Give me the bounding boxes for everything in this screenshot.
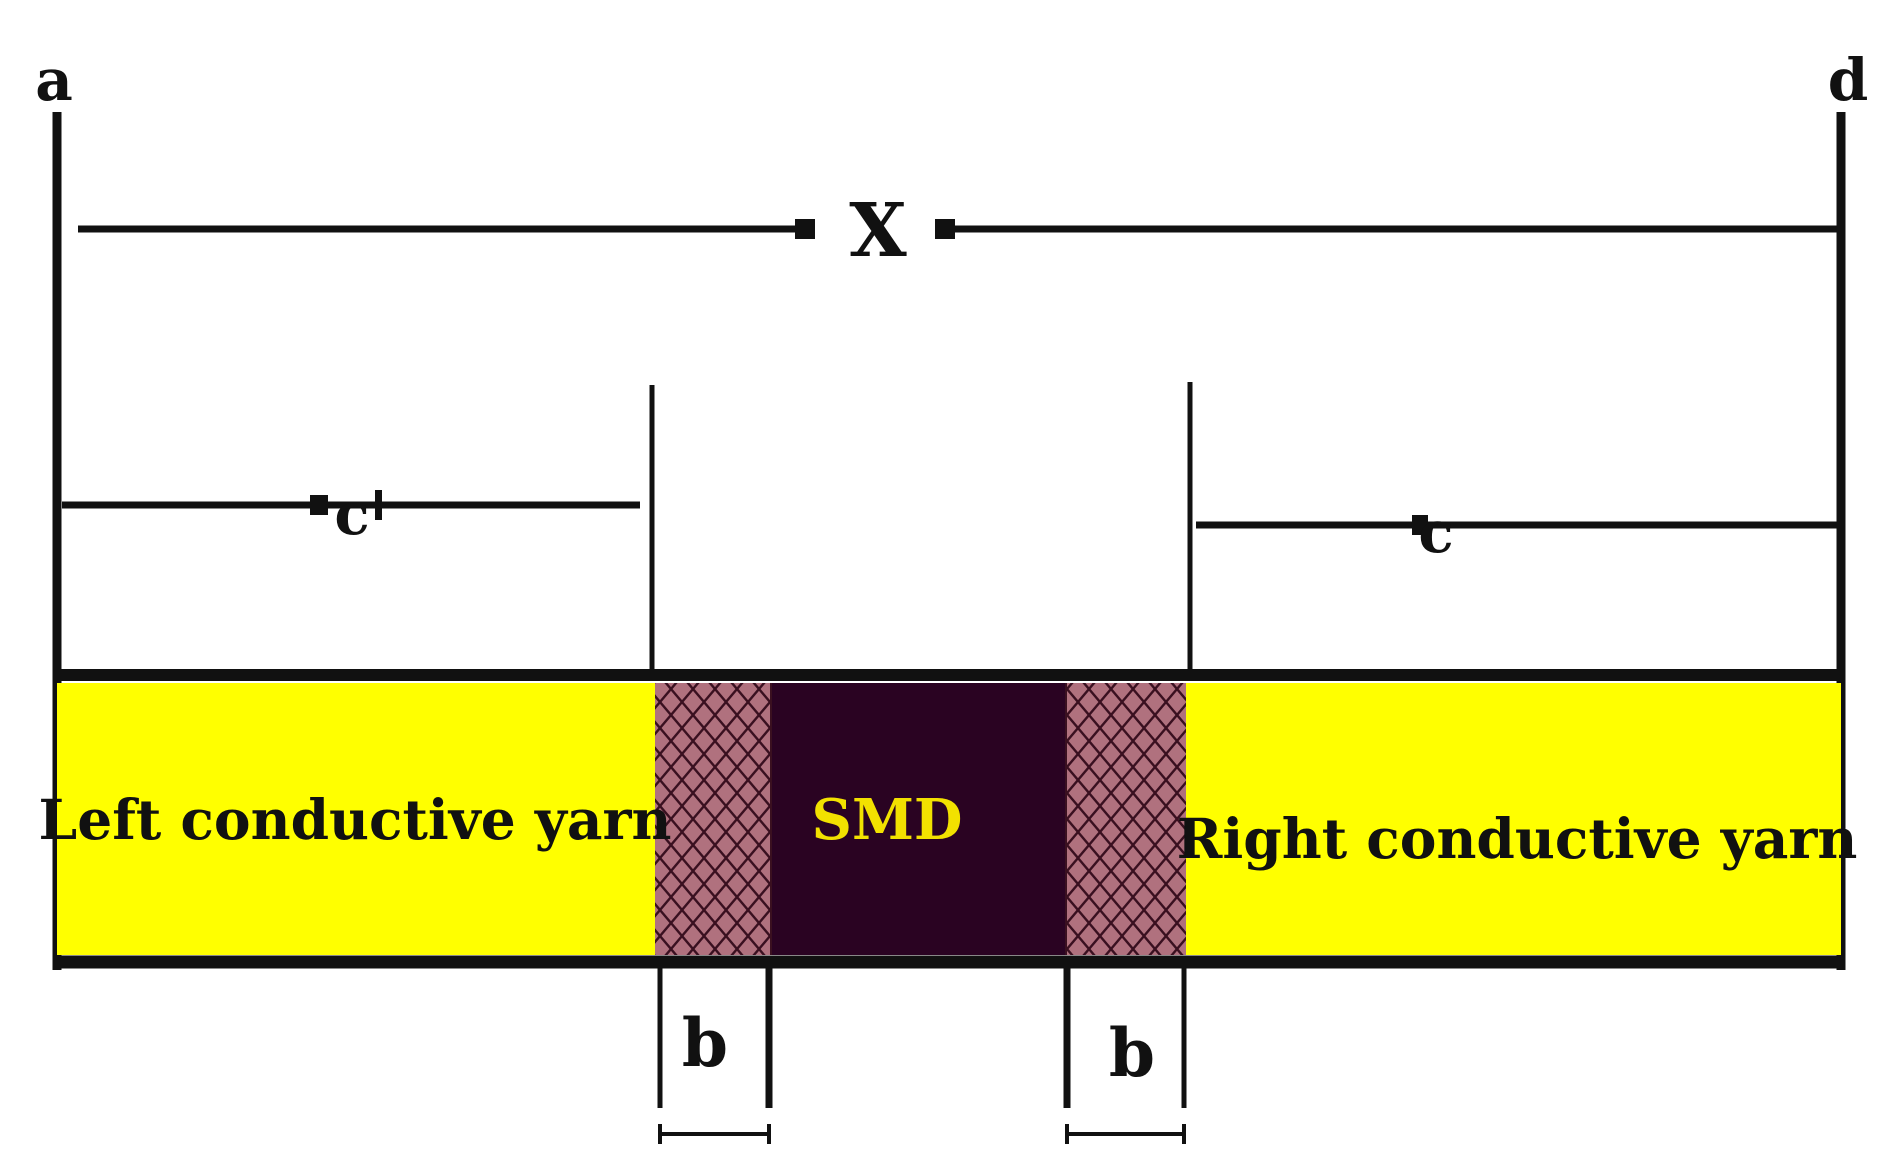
left-segment-dimension: c — [62, 480, 640, 548]
left-overlap-mesh — [655, 683, 771, 955]
right-overlap-mesh — [1066, 683, 1186, 955]
point-a-label: a — [35, 46, 73, 114]
left-segment-label: c — [334, 480, 369, 548]
left-overlap-label: b — [682, 1004, 728, 1082]
right-segment-label: c — [1418, 498, 1453, 566]
total-length-dimension: X — [78, 188, 1838, 274]
right-segment-dimension: c — [1196, 498, 1838, 566]
right-overlap-dimension: b — [1063, 968, 1187, 1144]
right-overlap-label: b — [1109, 1014, 1155, 1092]
right-yarn-label: Right conductive yarn — [1177, 806, 1858, 871]
smd-region — [771, 683, 1066, 955]
right-yarn-region — [1186, 683, 1841, 955]
point-d-label: d — [1828, 46, 1869, 114]
left-yarn-label: Left conductive yarn — [39, 787, 672, 852]
left-overlap-dimension: b — [657, 968, 773, 1144]
yarn-bar: Left conductive yarn SMD Right conductiv… — [39, 669, 1858, 969]
smd-label: SMD — [812, 787, 963, 853]
left-yarn-region — [57, 683, 657, 955]
total-length-label: X — [849, 188, 907, 274]
